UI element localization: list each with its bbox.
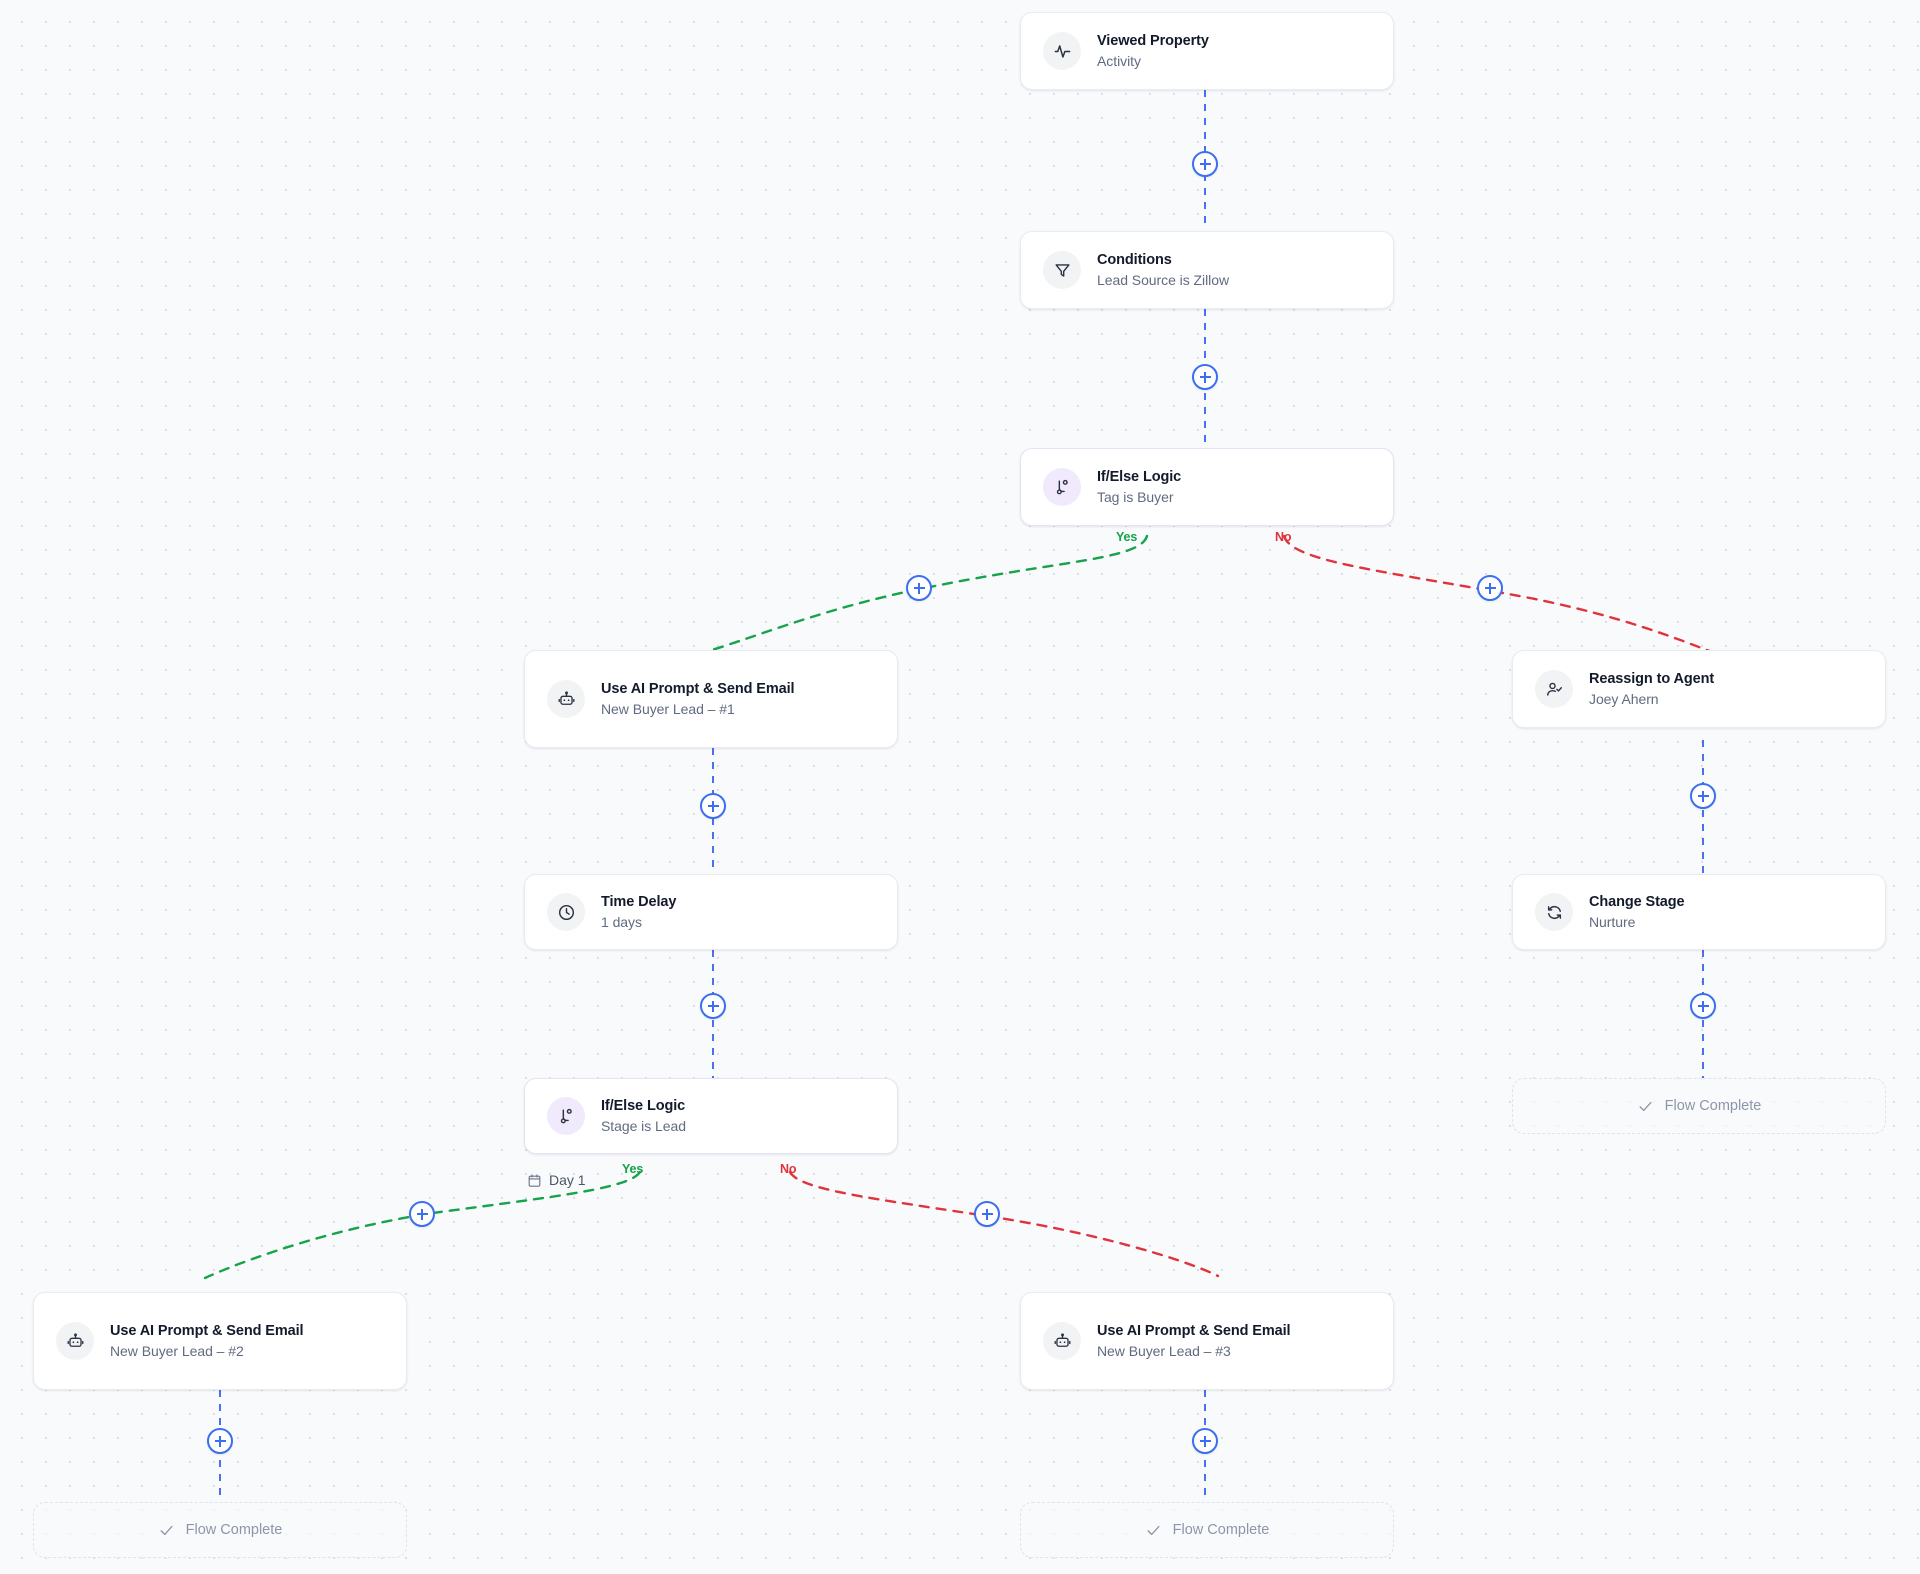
node-ifelse-logic-2[interactable]: If/Else Logic Stage is Lead bbox=[524, 1078, 898, 1154]
node-ai-email-3[interactable]: Use AI Prompt & Send Email New Buyer Lea… bbox=[1020, 1292, 1394, 1390]
branch-split-icon bbox=[1043, 468, 1081, 506]
node-title: Reassign to Agent bbox=[1589, 670, 1715, 687]
day-marker-badge: Day 1 bbox=[527, 1172, 586, 1188]
node-viewed-property[interactable]: Viewed Property Activity bbox=[1020, 12, 1394, 90]
node-ai-email-2[interactable]: Use AI Prompt & Send Email New Buyer Lea… bbox=[33, 1292, 407, 1390]
node-reassign-to-agent[interactable]: Reassign to Agent Joey Ahern bbox=[1512, 650, 1886, 728]
node-subtitle: Nurture bbox=[1589, 913, 1636, 930]
node-title: Use AI Prompt & Send Email bbox=[601, 680, 795, 697]
branch-label-ifelse2-yes: Yes bbox=[622, 1162, 644, 1176]
node-subtitle: Tag is Buyer bbox=[1097, 488, 1174, 505]
node-title: Conditions bbox=[1097, 251, 1172, 268]
node-subtitle: Activity bbox=[1097, 52, 1141, 69]
node-title: Time Delay bbox=[601, 893, 677, 910]
node-subtitle: Joey Ahern bbox=[1589, 690, 1659, 707]
refresh-cycle-icon bbox=[1535, 893, 1573, 931]
node-subtitle: New Buyer Lead – #2 bbox=[110, 1342, 244, 1359]
check-icon bbox=[1145, 1522, 1162, 1539]
edge-ifelse2-no bbox=[788, 1170, 1220, 1278]
activity-pulse-icon bbox=[1043, 32, 1081, 70]
add-step-button-ifelse2-no[interactable] bbox=[974, 1201, 1000, 1227]
node-ai-email-1[interactable]: Use AI Prompt & Send Email New Buyer Lea… bbox=[524, 650, 898, 748]
branch-label-ifelse2-no: No bbox=[780, 1162, 797, 1176]
node-title: Change Stage bbox=[1589, 893, 1685, 910]
add-step-button-aiemail3-complete[interactable] bbox=[1192, 1428, 1218, 1454]
branch-label-ifelse1-no: No bbox=[1275, 530, 1292, 544]
terminal-flow-complete-right: Flow Complete bbox=[1512, 1078, 1886, 1134]
add-step-button-aiemail2-complete[interactable] bbox=[207, 1428, 233, 1454]
node-title: If/Else Logic bbox=[601, 1097, 686, 1114]
node-ifelse-logic-1[interactable]: If/Else Logic Tag is Buyer bbox=[1020, 448, 1394, 526]
add-step-button-conditions-ifelse1[interactable] bbox=[1192, 364, 1218, 390]
add-step-button-delay-ifelse2[interactable] bbox=[700, 993, 726, 1019]
terminal-flow-complete-bottom-left: Flow Complete bbox=[33, 1502, 407, 1558]
branch-split-icon bbox=[547, 1097, 585, 1135]
node-title: Viewed Property bbox=[1097, 32, 1209, 49]
add-step-button-ifelse1-no[interactable] bbox=[1477, 575, 1503, 601]
node-title: Use AI Prompt & Send Email bbox=[110, 1322, 304, 1339]
robot-ai-icon bbox=[56, 1322, 94, 1360]
robot-ai-icon bbox=[547, 680, 585, 718]
add-step-button-stage-complete[interactable] bbox=[1690, 993, 1716, 1019]
node-subtitle: 1 days bbox=[601, 913, 642, 930]
node-subtitle: New Buyer Lead – #3 bbox=[1097, 1342, 1231, 1359]
terminal-flow-complete-bottom-mid: Flow Complete bbox=[1020, 1502, 1394, 1558]
add-step-button-viewed-conditions[interactable] bbox=[1192, 151, 1218, 177]
add-step-button-ifelse1-yes[interactable] bbox=[906, 575, 932, 601]
add-step-button-ifelse2-yes[interactable] bbox=[409, 1201, 435, 1227]
node-title: If/Else Logic bbox=[1097, 468, 1182, 485]
branch-label-ifelse1-yes: Yes bbox=[1116, 530, 1138, 544]
check-icon bbox=[1637, 1098, 1654, 1115]
user-check-icon bbox=[1535, 670, 1573, 708]
node-conditions[interactable]: Conditions Lead Source is Zillow bbox=[1020, 231, 1394, 309]
clock-icon bbox=[547, 893, 585, 931]
calendar-icon bbox=[527, 1173, 542, 1188]
add-step-button-aiemail1-delay[interactable] bbox=[700, 793, 726, 819]
node-subtitle: New Buyer Lead – #1 bbox=[601, 700, 735, 717]
day-marker-label: Day 1 bbox=[549, 1172, 586, 1188]
node-change-stage[interactable]: Change Stage Nurture bbox=[1512, 874, 1886, 950]
terminal-label: Flow Complete bbox=[1664, 1098, 1762, 1114]
node-time-delay[interactable]: Time Delay 1 days bbox=[524, 874, 898, 950]
filter-funnel-icon bbox=[1043, 251, 1081, 289]
robot-ai-icon bbox=[1043, 1322, 1081, 1360]
node-subtitle: Stage is Lead bbox=[601, 1117, 686, 1134]
add-step-button-reassign-stage[interactable] bbox=[1690, 783, 1716, 809]
check-icon bbox=[158, 1522, 175, 1539]
node-subtitle: Lead Source is Zillow bbox=[1097, 271, 1230, 288]
terminal-label: Flow Complete bbox=[1172, 1522, 1270, 1538]
node-title: Use AI Prompt & Send Email bbox=[1097, 1322, 1291, 1339]
terminal-label: Flow Complete bbox=[185, 1522, 283, 1538]
